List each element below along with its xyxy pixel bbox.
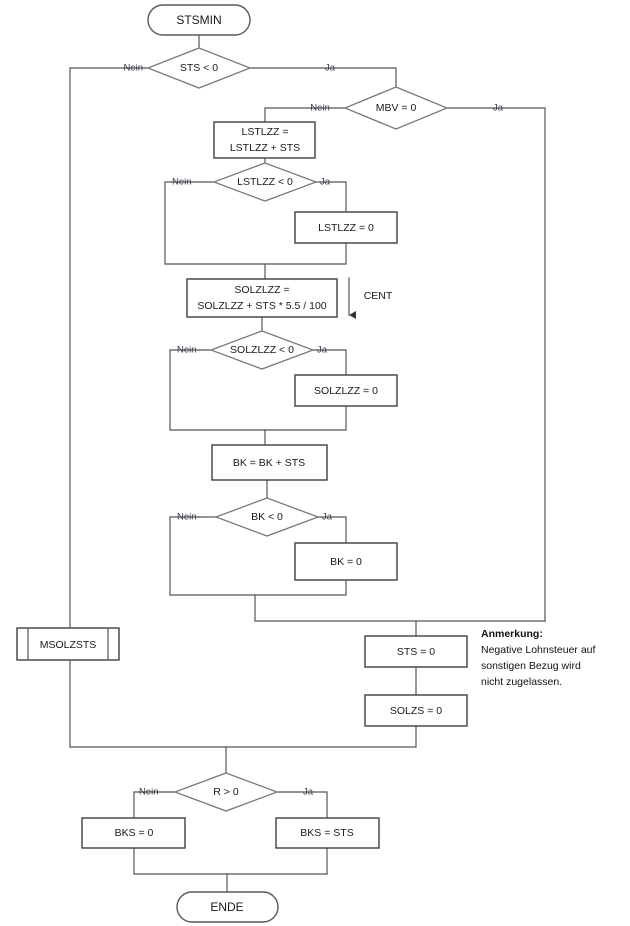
node-start[interactable]: STSMIN <box>147 4 251 36</box>
edge-solzlzz-zero-down <box>264 405 347 431</box>
decision-sts-shape <box>146 47 252 89</box>
node-process-sts-zero[interactable]: STS = 0 <box>364 635 468 668</box>
connector-layer <box>69 34 546 893</box>
node-process-lstlzz-zero[interactable]: LSTLZZ = 0 <box>294 211 398 244</box>
node-process-bks-zero[interactable]: BKS = 0 <box>81 817 186 849</box>
edge-dec-r-ja <box>276 791 328 819</box>
node-decision-mbv[interactable]: MBV = 0 <box>343 86 449 130</box>
decision-mbv-label: MBV = 0 <box>376 102 417 114</box>
decision-bk-shape <box>214 497 320 537</box>
process-sts-zero-label: STS = 0 <box>397 646 435 658</box>
edge-label-r-nein: Nein <box>139 787 159 798</box>
edge-merge-to-sts-zero <box>254 594 546 622</box>
process-lstlzz-zero-shape <box>294 211 398 244</box>
process-solzlzz-add-shape <box>186 278 338 318</box>
start-terminal-shape <box>147 4 251 36</box>
edge-label-mbv-nein: Nein <box>310 103 330 114</box>
edge-label-sts-ja: Ja <box>325 63 336 74</box>
note-line-3: nicht zugelassen. <box>481 676 562 688</box>
edge-dec-lstlzz-ja <box>315 181 347 213</box>
start-terminal-label: STSMIN <box>176 13 221 27</box>
edge-dec-sts-nein <box>69 67 149 629</box>
edge-dec-solzlzz-ja <box>312 349 347 376</box>
process-solzs-zero-shape <box>364 694 468 727</box>
note-line-2: sonstigen Bezug wird <box>481 660 581 672</box>
node-decision-bk[interactable]: BK < 0 <box>214 497 320 537</box>
annotation-note: Anmerkung: Negative Lohnsteuer auf sonst… <box>481 628 595 688</box>
subroutine-msolzsts-label: MSOLZSTS <box>40 639 97 651</box>
node-process-solzs-zero[interactable]: SOLZS = 0 <box>364 694 468 727</box>
process-solzlzz-add-line2: SOLZLZZ + STS * 5.5 / 100 <box>197 300 326 312</box>
edge-label-r-ja: Ja <box>303 787 314 798</box>
node-process-lstlzz-add[interactable]: LSTLZZ = LSTLZZ + STS <box>213 121 316 159</box>
edge-dec-mbv-nein <box>264 107 346 123</box>
end-terminal-label: ENDE <box>210 900 243 914</box>
edge-lstlzz-zero-down <box>264 242 347 265</box>
node-subroutine-msolzsts[interactable]: MSOLZSTS <box>16 627 120 661</box>
process-bks-zero-label: BKS = 0 <box>115 827 154 839</box>
edge-dec-r-nein <box>133 791 176 819</box>
edge-dec-bk-nein <box>169 516 256 596</box>
process-bk-zero-shape <box>294 542 398 581</box>
decision-bk-label: BK < 0 <box>251 511 283 523</box>
cent-annotation-label: CENT <box>364 290 393 302</box>
edge-bks-zero-to-end <box>133 847 328 875</box>
process-bk-zero-label: BK = 0 <box>330 556 362 568</box>
edge-dec-solzlzz-nein <box>169 349 266 431</box>
edge-bk-zero-down <box>254 579 347 596</box>
decision-sts-label: STS < 0 <box>180 62 218 74</box>
edge-label-lstlzz-nein: Nein <box>172 177 192 188</box>
process-bk-add-shape <box>211 444 328 481</box>
decision-lstlzz-label: LSTLZZ < 0 <box>237 176 293 188</box>
edge-dec-lstlzz-nein <box>164 181 266 265</box>
note-title: Anmerkung: <box>481 628 543 640</box>
process-solzlzz-add-line1: SOLZLZZ = <box>234 284 289 296</box>
edge-solzs-zero-to-merge <box>69 725 417 748</box>
process-solzs-zero-label: SOLZS = 0 <box>390 705 442 717</box>
decision-mbv-shape <box>343 86 449 130</box>
node-process-bk-zero[interactable]: BK = 0 <box>294 542 398 581</box>
node-process-bks-sts[interactable]: BKS = STS <box>275 817 380 849</box>
edge-dec-sts-ja <box>249 67 397 88</box>
edge-dec-bk-ja <box>317 516 347 544</box>
process-lstlzz-add-line2: LSTLZZ + STS <box>230 142 300 154</box>
node-decision-solzlzz[interactable]: SOLZLZZ < 0 <box>209 330 315 370</box>
process-solzlzz-zero-label: SOLZLZZ = 0 <box>314 385 378 397</box>
process-lstlzz-add-shape <box>213 121 316 159</box>
edge-label-solzlzz-ja: Ja <box>317 345 328 356</box>
node-process-bk-add[interactable]: BK = BK + STS <box>211 444 328 481</box>
end-terminal-shape <box>176 891 279 923</box>
note-line-1: Negative Lohnsteuer auf <box>481 644 595 656</box>
decision-solzlzz-shape <box>209 330 315 370</box>
process-bks-sts-label: BKS = STS <box>300 827 353 839</box>
edge-label-bk-nein: Nein <box>177 512 197 523</box>
decision-r-label: R > 0 <box>213 786 239 798</box>
process-sts-zero-shape <box>364 635 468 668</box>
edge-label-lstlzz-ja: Ja <box>320 177 331 188</box>
process-bks-zero-shape <box>81 817 186 849</box>
subroutine-msolzsts-shape <box>16 627 120 661</box>
node-process-solzlzz-add[interactable]: SOLZLZZ = SOLZLZZ + STS * 5.5 / 100 <box>186 278 338 318</box>
node-decision-r[interactable]: R > 0 <box>173 772 279 812</box>
edge-label-bk-ja: Ja <box>322 512 333 523</box>
node-decision-sts[interactable]: STS < 0 <box>146 47 252 89</box>
process-lstlzz-add-line1: LSTLZZ = <box>242 126 289 138</box>
node-process-solzlzz-zero[interactable]: SOLZLZZ = 0 <box>294 374 398 407</box>
process-solzlzz-zero-shape <box>294 374 398 407</box>
edge-label-solzlzz-nein: Nein <box>177 345 197 356</box>
node-decision-lstlzz[interactable]: LSTLZZ < 0 <box>212 162 318 202</box>
process-bk-add-label: BK = BK + STS <box>233 457 305 469</box>
edge-label-sts-nein: Nein <box>123 63 143 74</box>
decision-solzlzz-label: SOLZLZZ < 0 <box>230 344 294 356</box>
edge-dec-mbv-ja <box>446 107 546 622</box>
decision-r-shape <box>173 772 279 812</box>
process-lstlzz-zero-label: LSTLZZ = 0 <box>318 222 374 234</box>
node-end[interactable]: ENDE <box>176 891 279 923</box>
decision-lstlzz-shape <box>212 162 318 202</box>
edge-label-mbv-ja: Ja <box>493 103 504 114</box>
process-bks-sts-shape <box>275 817 380 849</box>
